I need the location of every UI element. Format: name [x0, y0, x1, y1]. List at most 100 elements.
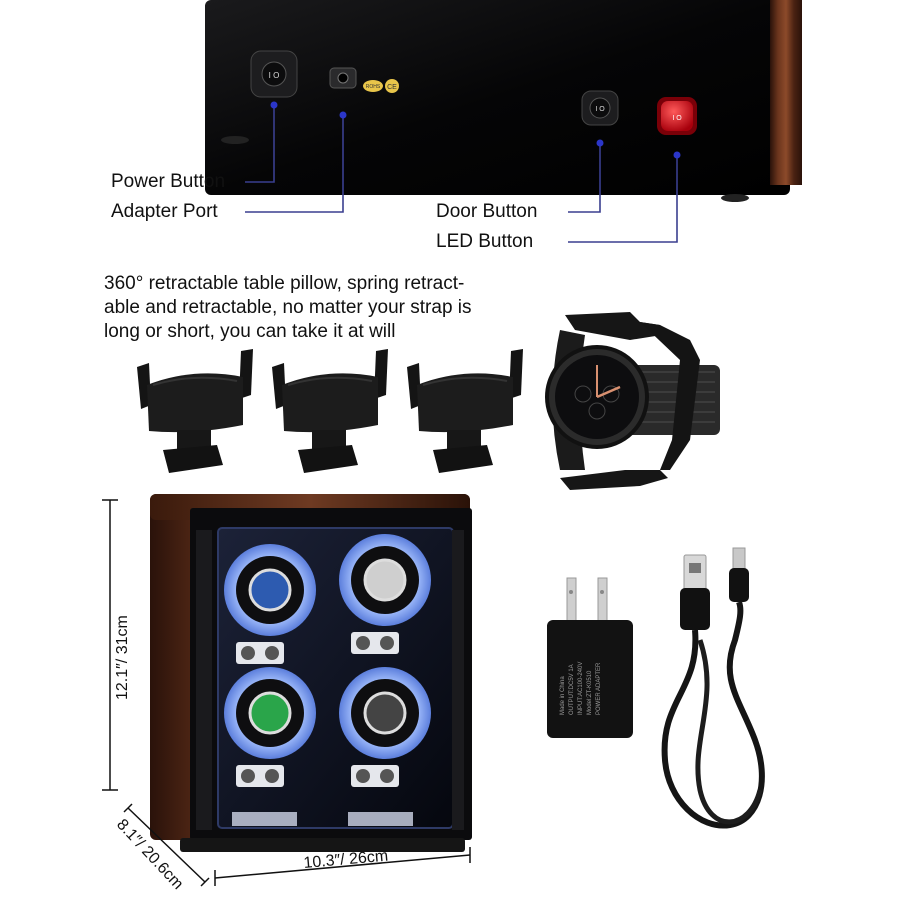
light-strip-left: [232, 812, 297, 826]
table-pillow: [272, 349, 388, 473]
pillow-arm-left: [272, 363, 286, 409]
pillow-seam: [287, 376, 373, 386]
pillow-cushion: [282, 373, 378, 433]
panel-foot-left: [221, 136, 249, 144]
pillow-cushion: [147, 373, 243, 433]
callout-door: [568, 143, 601, 213]
subdial-bottom: [588, 402, 606, 420]
adapter-print-line: Made in China: [560, 676, 566, 715]
ac-prongs-icon: [566, 577, 608, 627]
description-line-2: able and retractable, no matter your str…: [104, 297, 472, 318]
led-switch-icon[interactable]: I O: [657, 97, 697, 135]
cable-loop-1: [661, 600, 765, 829]
rotor-knob-tpd-icon[interactable]: [356, 769, 370, 783]
rotor-knob-direction-icon[interactable]: [380, 636, 394, 650]
winder-rotor: [224, 544, 316, 664]
pillow-seam: [152, 376, 238, 386]
cert-badges: ROHS CE: [363, 79, 399, 93]
adapter-body: [547, 620, 633, 738]
depth-cap-bottom: [200, 877, 210, 887]
control-panel: I O ROHS CE I O I O: [111, 0, 802, 252]
pillow-description: 360° retractable table pillow, spring re…: [104, 273, 472, 342]
winder-hinge-bar: [196, 530, 212, 830]
rotor-knob-tpd-icon[interactable]: [241, 646, 255, 660]
rotor-knob-direction-icon[interactable]: [265, 646, 279, 660]
description-line-1: 360° retractable table pillow, spring re…: [104, 273, 464, 294]
rotor-watch-dial: [363, 691, 407, 735]
led-switch-mark: I O: [672, 115, 682, 122]
pillow-spring-post: [312, 430, 346, 450]
depth-dimension-line: [127, 807, 206, 883]
description-line-3: long or short, you can take it at will: [104, 321, 395, 342]
winder-latch-bar: [452, 530, 464, 830]
pillow-spring-post: [177, 430, 211, 450]
dc-plug-icon: [729, 547, 749, 602]
rotor-knob-direction-icon[interactable]: [380, 769, 394, 783]
callout-dots: [270, 101, 681, 159]
subdial-left: [574, 385, 592, 403]
watch-hand-hour: [596, 385, 621, 399]
cable-loop-2: [695, 639, 763, 825]
depth-cap-top: [123, 803, 133, 813]
pillow-arm-bottom: [560, 470, 668, 490]
pillow-row: [137, 349, 523, 473]
winder-rotor: [339, 667, 431, 787]
ce-badge-icon: [385, 79, 399, 93]
callout-power: [245, 108, 275, 183]
adapter-print-line: Model:ZT-K0510: [587, 670, 593, 715]
adapter-print-line: INPUT:AC100-240V: [578, 662, 584, 715]
table-pillow: [137, 349, 253, 473]
door-button-label: Door Button: [436, 201, 537, 222]
power-button-label: Power Button: [111, 171, 225, 192]
callout-lines: [245, 108, 678, 243]
rotor-knob-tpd-icon[interactable]: [241, 769, 255, 783]
usb-cable: [661, 547, 765, 829]
pillow-cushion: [417, 373, 513, 433]
winder-rotor: [339, 534, 431, 654]
pillow-arm-left: [407, 363, 421, 409]
callout-led: [568, 155, 678, 243]
pillow-seam: [422, 376, 508, 386]
rotor-grid: [224, 534, 431, 787]
adapter-print-line: OUTPUT:DC5V 1A: [569, 664, 575, 715]
pillow-arm-top: [565, 312, 668, 340]
pillow-body-right: [640, 322, 700, 470]
adapter-print: POWER ADAPTERModel:ZT-K0510INPUT:AC100-2…: [560, 662, 602, 715]
door-switch-mark: I O: [595, 106, 605, 113]
panel-foot-right: [721, 194, 749, 202]
usb-plug-icon: [680, 554, 710, 630]
door-switch-icon[interactable]: I O: [581, 90, 619, 126]
table-pillow: [407, 349, 523, 473]
rohs-badge-text: ROHS: [366, 84, 381, 90]
pillow-base: [163, 445, 223, 473]
watch-winder-box: [150, 494, 472, 852]
pillow-base: [433, 445, 493, 473]
pillow-arm-left: [137, 363, 151, 409]
pillow-base: [298, 445, 358, 473]
panel-wood-side: [770, 0, 802, 185]
pillow-spring-post: [447, 430, 481, 450]
rohs-badge-icon: [363, 80, 383, 92]
light-strip-right: [348, 812, 413, 826]
ce-badge-text: CE: [387, 84, 397, 91]
width-dimension-line: [214, 854, 471, 879]
dc-port-icon[interactable]: [329, 67, 357, 89]
power-adapter: POWER ADAPTERModel:ZT-K0510INPUT:AC100-2…: [547, 577, 633, 738]
adapter-print-line: POWER ADAPTER: [596, 662, 602, 715]
power-switch-mark: I O: [269, 71, 280, 80]
height-dimension-label: 12.1″/ 31cm: [114, 615, 131, 700]
rotor-knob-direction-icon[interactable]: [265, 769, 279, 783]
rotor-knob-tpd-icon[interactable]: [356, 636, 370, 650]
winder-base: [180, 838, 465, 852]
power-switch-icon[interactable]: I O: [250, 50, 298, 98]
callout-adapter: [245, 115, 344, 213]
watch-on-pillow: [545, 312, 720, 490]
rotor-watch-dial: [363, 558, 407, 602]
rotor-watch-dial: [248, 568, 292, 612]
rotor-watch-dial: [248, 691, 292, 735]
dimension-lines: [102, 499, 471, 887]
panel-body: [205, 0, 790, 195]
strap-mesh: [620, 371, 715, 423]
